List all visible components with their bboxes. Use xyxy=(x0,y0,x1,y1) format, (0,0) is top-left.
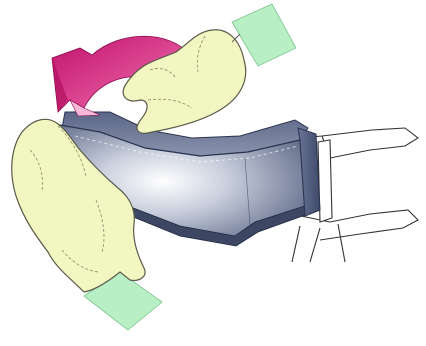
right-hand xyxy=(123,4,296,133)
